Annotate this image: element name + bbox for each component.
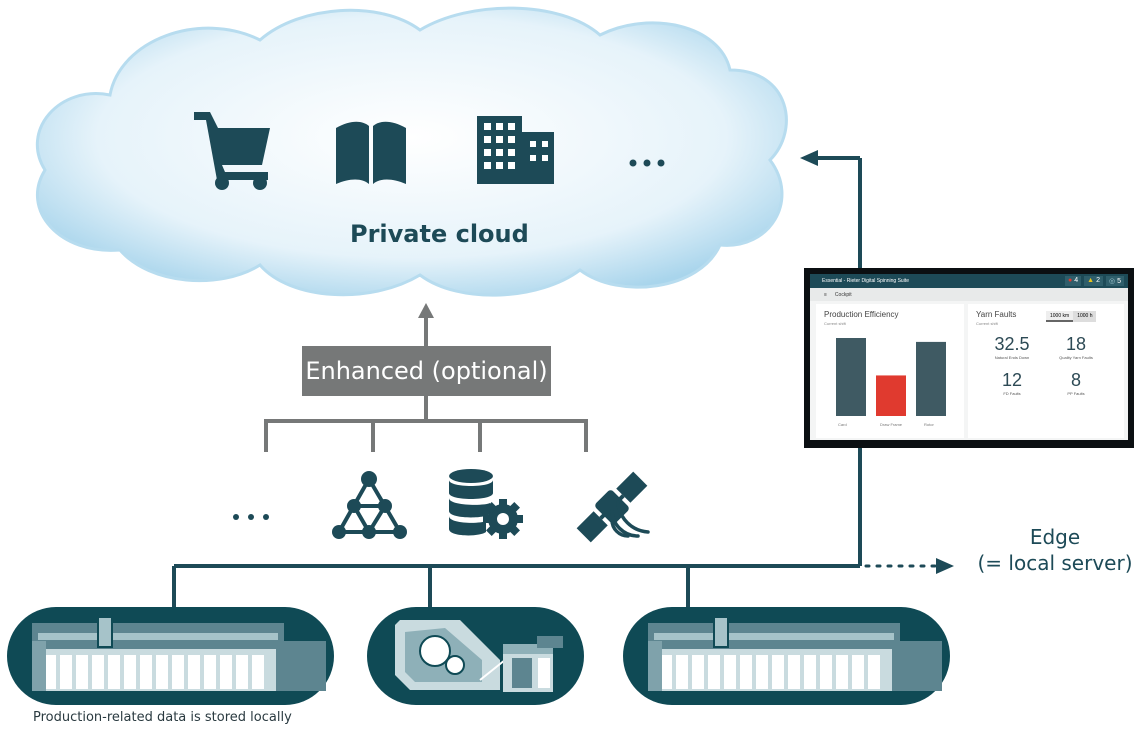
production-efficiency-subtitle: Current shift bbox=[824, 321, 846, 326]
metric-pp-faults: 8 PP Faults bbox=[1067, 370, 1085, 396]
machine-pill-1 bbox=[7, 607, 334, 705]
production-efficiency-chart bbox=[836, 338, 946, 416]
menu-icon[interactable]: ≡ bbox=[824, 291, 827, 298]
edge-label: Edge (= local server) bbox=[970, 524, 1140, 576]
machine-pill-3 bbox=[623, 607, 950, 705]
services-more-icon bbox=[233, 514, 269, 520]
metric-fd-faults: 12 FD Faults bbox=[1001, 370, 1023, 396]
footnote: Production-related data is stored locall… bbox=[33, 710, 292, 725]
alert-badge-info[interactable]: ◎5 bbox=[1105, 276, 1124, 286]
edge-label-subtitle: (= local server) bbox=[977, 551, 1133, 575]
cloud-arrow-head bbox=[800, 150, 818, 166]
network-icon bbox=[332, 471, 407, 539]
dashboard-screen: Essential - Rieter Digital Spinning Suit… bbox=[810, 274, 1128, 440]
unit-toggle: 1000 km 1000 h bbox=[1046, 311, 1097, 322]
building-icon bbox=[477, 116, 554, 184]
shopping-cart-icon bbox=[194, 112, 270, 190]
cloud-label: Private cloud bbox=[350, 220, 529, 248]
dashboard-badges: ●4 ▲2 ◎5 bbox=[1065, 276, 1124, 286]
bar-label-draw-frame: Draw Frame bbox=[880, 422, 903, 427]
toggle-1000-h[interactable]: 1000 h bbox=[1073, 311, 1097, 322]
dashboard-title-bar: Essential - Rieter Digital Spinning Suit… bbox=[810, 274, 1128, 288]
dashboard-breadcrumb: ≡ Cockpit bbox=[810, 288, 1128, 301]
efficiency-bar-draw-frame bbox=[876, 375, 906, 416]
satellite-icon bbox=[576, 471, 650, 543]
alert-badge-red[interactable]: ●4 bbox=[1065, 276, 1082, 286]
enhanced-optional-box: Enhanced (optional) bbox=[302, 346, 551, 396]
metric-quality-yarn-faults: 18 Quality Yarn Faults bbox=[1059, 334, 1093, 360]
private-cloud-shape bbox=[35, 6, 788, 297]
edge-label-title: Edge bbox=[1029, 525, 1081, 549]
breadcrumb-cockpit[interactable]: Cockpit bbox=[834, 291, 852, 298]
database-gear-icon bbox=[449, 469, 523, 539]
bar-label-rotor: Rotor bbox=[924, 422, 934, 427]
dashboard-monitor: Essential - Rieter Digital Spinning Suit… bbox=[804, 268, 1134, 448]
yarn-faults-subtitle: Current shift bbox=[976, 321, 998, 326]
enhanced-label: Enhanced (optional) bbox=[305, 357, 548, 385]
metric-natural-ends-down: 32.5 Natural Ends Down bbox=[994, 334, 1030, 360]
toggle-1000-km[interactable]: 1000 km bbox=[1046, 311, 1074, 322]
dashboard-app-title: Essential - Rieter Digital Spinning Suit… bbox=[822, 278, 909, 284]
efficiency-bar-rotor bbox=[916, 341, 946, 416]
bar-label-card: Card bbox=[838, 422, 847, 427]
more-icon bbox=[629, 159, 665, 167]
book-icon bbox=[336, 121, 406, 184]
machine-pill-2 bbox=[367, 607, 584, 705]
upload-arrow bbox=[418, 303, 434, 346]
services-connector bbox=[264, 396, 588, 452]
yarn-faults-card: Yarn Faults Current shift 1000 km 1000 h… bbox=[968, 304, 1124, 438]
production-efficiency-card: Production Efficiency Current shift Card… bbox=[816, 304, 964, 438]
machine-network-lines bbox=[172, 156, 862, 607]
yarn-faults-title: Yarn Faults bbox=[976, 310, 1017, 319]
efficiency-bar-card bbox=[836, 338, 866, 416]
alert-badge-yellow[interactable]: ▲2 bbox=[1084, 276, 1103, 286]
edge-dotted-arrow bbox=[864, 558, 954, 574]
production-efficiency-title: Production Efficiency bbox=[824, 310, 899, 319]
